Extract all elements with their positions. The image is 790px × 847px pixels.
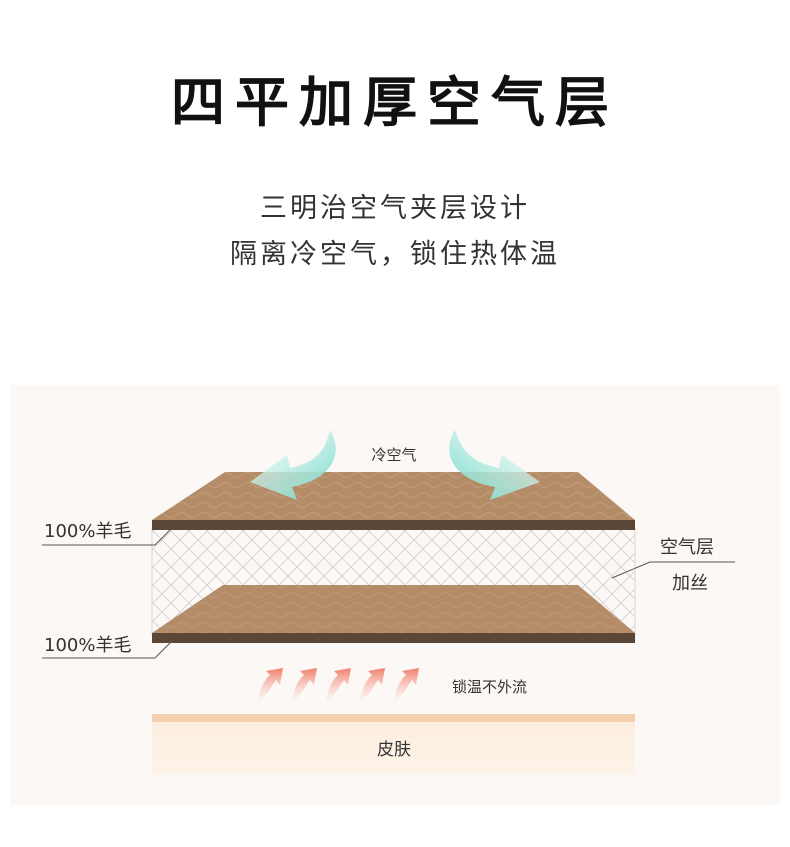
subtitle-line-2: 隔离冷空气，锁住热体温 <box>230 239 560 270</box>
warm-air-arrow-icon <box>358 668 385 705</box>
top-wool-leader-line <box>42 527 173 546</box>
skin-block <box>152 714 635 774</box>
cold-air-label: 冷空气 <box>371 446 416 464</box>
bottom-wool-label: 100%羊毛 <box>44 635 131 656</box>
air-layer-label: 空气层 <box>660 537 714 558</box>
warm-air-arrows <box>256 668 419 705</box>
warm-air-arrow-icon <box>290 668 317 705</box>
warm-air-arrow-icon <box>324 668 351 705</box>
cold-air-arrow-icon <box>250 430 336 500</box>
subtitle-line-1: 三明治空气夹层设计 <box>260 193 530 224</box>
air-layer-sublabel: 加丝 <box>672 573 708 594</box>
skin-label: 皮肤 <box>377 740 411 760</box>
warmth-label: 锁温不外流 <box>452 678 527 696</box>
page-title: 四平加厚空气层 <box>171 71 619 134</box>
warm-air-arrow-icon <box>392 668 419 705</box>
top-wool-label: 100%羊毛 <box>44 521 131 542</box>
bottom-wool-leader-line <box>42 640 173 659</box>
warm-air-arrow-icon <box>256 668 283 705</box>
cold-air-arrow-icon <box>449 430 540 500</box>
air-layer-leader-line <box>611 561 651 579</box>
top-wool-edge <box>152 520 635 530</box>
bottom-wool-edge <box>152 633 635 643</box>
skin-top-band <box>152 714 635 722</box>
